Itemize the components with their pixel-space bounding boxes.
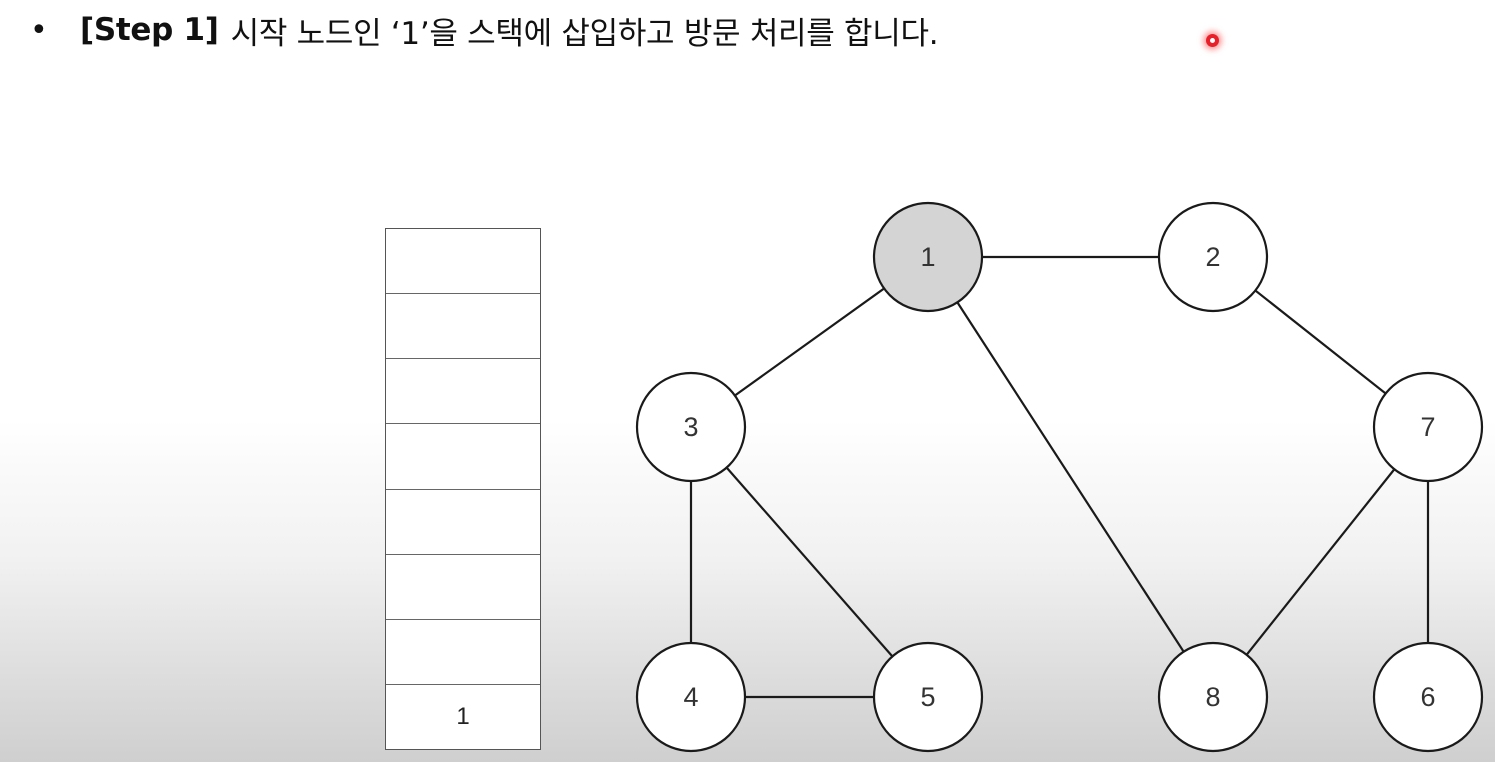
node-label: 5	[920, 682, 935, 712]
step-tag: [Step 1]	[80, 12, 219, 48]
laser-pointer-dot	[1206, 34, 1219, 47]
node-circle	[1157, 641, 1269, 753]
node-circle	[1157, 201, 1269, 313]
stack-cell	[386, 618, 540, 684]
node-label: 2	[1205, 242, 1220, 272]
node-circle	[1372, 641, 1484, 753]
graph-node-8: 8	[1157, 641, 1269, 753]
bullet-point: •	[30, 12, 48, 48]
node-label: 1	[920, 242, 935, 272]
stack-cell	[386, 423, 540, 488]
node-label: 3	[683, 412, 698, 442]
node-circle	[635, 641, 747, 753]
node-label: 4	[683, 682, 698, 712]
stack-cell	[386, 358, 540, 423]
edge-7-8	[1212, 426, 1429, 698]
node-circle	[872, 641, 984, 753]
node-label: 8	[1205, 682, 1220, 712]
graph-node-3: 3	[635, 371, 747, 483]
node-label: 7	[1420, 412, 1435, 442]
step-text: 시작 노드인 ‘1’을 스택에 삽입하고 방문 처리를 합니다.	[230, 15, 939, 52]
graph-node-2: 2	[1157, 201, 1269, 313]
stack-cell	[386, 488, 540, 554]
graph-node-1: 1	[872, 201, 984, 313]
graph-node-5: 5	[872, 641, 984, 753]
stack-cell	[386, 553, 540, 619]
node-label: 6	[1420, 682, 1435, 712]
node-circle	[1372, 371, 1484, 483]
stack-cell	[386, 293, 540, 358]
node-circle	[872, 201, 984, 313]
step-description: • [Step 1] 시작 노드인 ‘1’을 스택에 삽입하고 방문 처리를 합…	[30, 8, 939, 52]
node-circle	[635, 371, 747, 483]
edge-1-8	[927, 256, 1214, 698]
graph-node-6: 6	[1372, 641, 1484, 753]
graph-node-4: 4	[635, 641, 747, 753]
edge-3-5	[690, 426, 929, 698]
graph-node-7: 7	[1372, 371, 1484, 483]
stack: 1	[385, 228, 541, 750]
stack-cell: 1	[386, 683, 540, 749]
